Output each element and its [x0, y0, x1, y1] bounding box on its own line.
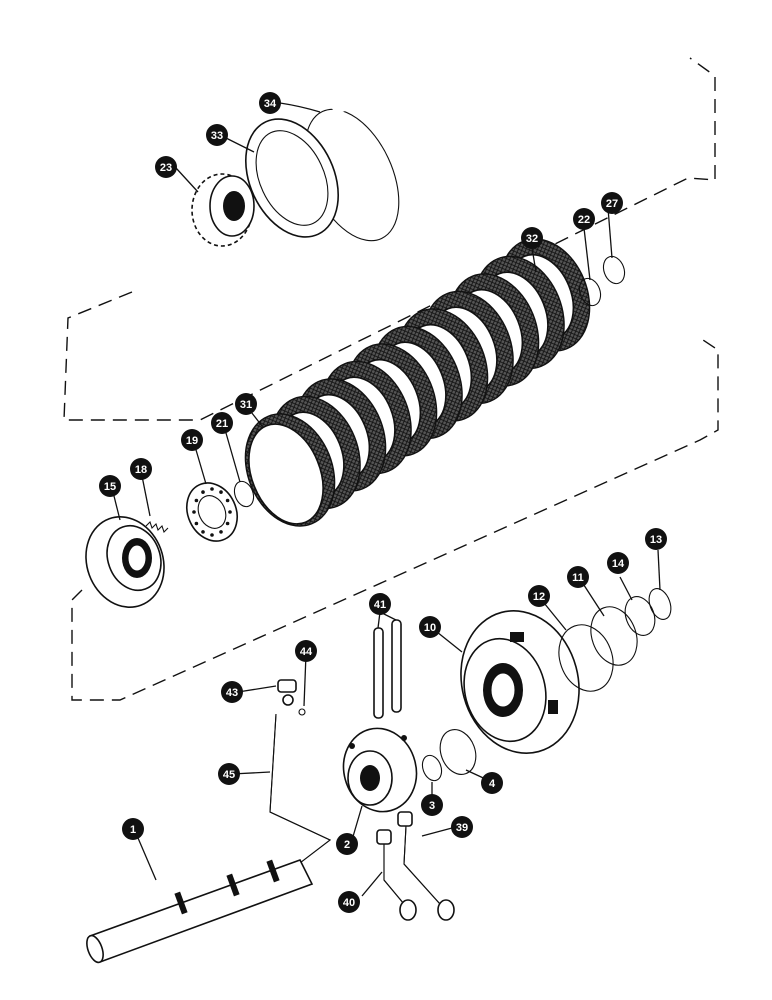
svg-text:14: 14: [612, 558, 625, 570]
callout-45: 45: [218, 763, 240, 785]
gear-hub-23: [191, 173, 255, 247]
callout-1: 1: [122, 818, 144, 840]
svg-text:18: 18: [135, 464, 147, 476]
callout-4: 4: [481, 772, 503, 794]
o-ring-44: [298, 708, 306, 716]
tube-39: [397, 811, 455, 921]
ring-11: [590, 606, 638, 666]
callout-11: 11: [567, 566, 589, 588]
svg-text:40: 40: [343, 897, 355, 909]
elbow-fitting-43: [277, 679, 297, 706]
spring-plate-hole: [192, 510, 196, 514]
svg-text:33: 33: [211, 130, 223, 142]
callout-23: 23: [155, 156, 177, 178]
svg-text:1: 1: [130, 824, 136, 836]
part-callouts: 34 33 23 32 22 27 31 21 19 18 15 41 44 4…: [99, 92, 667, 913]
spring-plate-hole: [201, 530, 205, 534]
svg-text:43: 43: [226, 687, 238, 699]
ring-22: [578, 277, 602, 307]
svg-text:22: 22: [578, 214, 590, 226]
callout-19: 19: [181, 429, 203, 451]
callout-12: 12: [528, 585, 550, 607]
spring-plate-hole: [219, 490, 223, 494]
ring-4: [439, 729, 477, 775]
spring-plate-19: [186, 482, 238, 542]
callout-41: 41: [369, 593, 391, 615]
svg-text:39: 39: [456, 822, 468, 834]
svg-text:27: 27: [606, 198, 618, 210]
spring-plate-hole: [201, 490, 205, 494]
callout-22: 22: [573, 208, 595, 230]
spring-plate-hole: [210, 487, 214, 491]
callout-34: 34: [259, 92, 281, 114]
svg-text:3: 3: [429, 800, 435, 812]
svg-text:32: 32: [526, 233, 538, 245]
spring-plate-hole: [219, 530, 223, 534]
callout-21: 21: [211, 412, 233, 434]
callout-40: 40: [338, 891, 360, 913]
callout-32: 32: [521, 227, 543, 249]
svg-text:23: 23: [160, 162, 172, 174]
clutch-plate-front: [248, 423, 324, 525]
callout-2: 2: [336, 833, 358, 855]
svg-text:11: 11: [572, 572, 584, 584]
svg-text:44: 44: [300, 646, 313, 658]
callout-15: 15: [99, 475, 121, 497]
svg-text:2: 2: [344, 839, 350, 851]
svg-text:12: 12: [533, 591, 545, 603]
svg-text:19: 19: [186, 435, 198, 447]
ring-3: [421, 754, 443, 782]
ring-27: [602, 255, 626, 285]
svg-text:31: 31: [240, 399, 252, 411]
spring-plate-hole: [225, 498, 230, 503]
piston-15: [85, 516, 165, 608]
ring-13: [648, 588, 672, 620]
svg-text:34: 34: [264, 98, 277, 110]
callout-18: 18: [130, 458, 152, 480]
spring-plate-hole: [194, 521, 199, 526]
svg-text:15: 15: [104, 481, 116, 493]
spring-18: [145, 520, 169, 534]
callout-13: 13: [645, 528, 667, 550]
callout-39: 39: [451, 816, 473, 838]
support-2: [342, 727, 418, 813]
tube-40: [376, 829, 417, 921]
callout-33: 33: [206, 124, 228, 146]
callout-27: 27: [601, 192, 623, 214]
tube-45: [269, 713, 332, 867]
callout-31: 31: [235, 393, 257, 415]
svg-text:4: 4: [489, 778, 496, 790]
svg-text:41: 41: [374, 599, 386, 611]
svg-text:21: 21: [216, 418, 228, 430]
clutch-plate-pack: [244, 238, 591, 527]
svg-text:10: 10: [424, 622, 436, 634]
clutch-housing-10: [460, 610, 580, 754]
callout-43: 43: [221, 681, 243, 703]
spring-plate-hole: [194, 498, 199, 503]
backing-plate-33: [244, 118, 340, 238]
callout-44: 44: [295, 640, 317, 662]
callout-10: 10: [419, 616, 441, 638]
spring-plate-hole: [210, 533, 214, 537]
shaft-1: [86, 859, 314, 964]
svg-text:13: 13: [650, 534, 662, 546]
ring-12: [558, 624, 614, 692]
dashed-group-lower: [71, 337, 719, 701]
spring-plate-hole: [225, 521, 230, 526]
svg-text:45: 45: [223, 769, 235, 781]
ring-14: [624, 596, 656, 636]
spring-plate-hole: [228, 510, 232, 514]
callout-3: 3: [421, 794, 443, 816]
pins-41: [373, 619, 402, 719]
callout-14: 14: [607, 552, 629, 574]
